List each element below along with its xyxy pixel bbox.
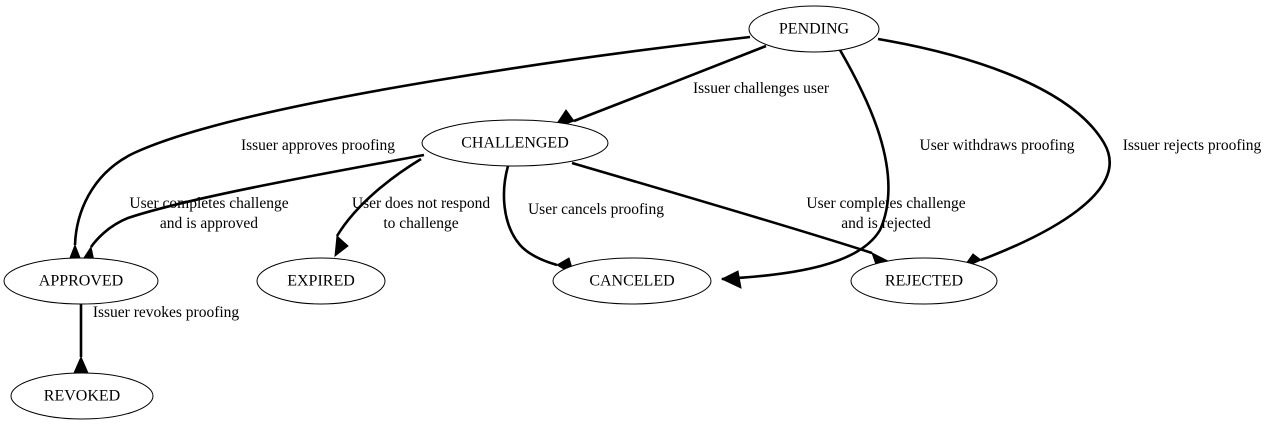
edge-label-challenged-to-expired: User does not respond to challenge: [352, 195, 490, 232]
node-label-approved: APPROVED: [39, 273, 123, 290]
edge-label-text: Issuer approves proofing: [241, 137, 395, 154]
node-ellipse-pending[interactable]: [748, 5, 880, 53]
edge-challenged-to-canceled: [502, 165, 575, 277]
edge-label-challenged-to-approved: User completes challenge and is approved: [129, 195, 288, 232]
edge-label-pending-to-approved: Issuer approves proofing: [241, 137, 395, 154]
node-ellipse-expired[interactable]: [256, 257, 386, 305]
edge-label-line: Issuer approves proofing: [241, 137, 395, 154]
nodes-layer: PENDING CHALLENGED APPROVED EXPIRED CANCELED…: [3, 5, 998, 420]
edge-line-pending-to-rejected: [877, 37, 1111, 262]
edge-label-text: User completes challenge and is approved: [129, 195, 288, 232]
edge-label-text: Issuer rejects proofing: [1123, 137, 1262, 154]
edge-label-line: User completes challenge: [806, 195, 965, 212]
node-label-revoked: REVOKED: [44, 388, 120, 405]
edge-label-line: Issuer rejects proofing: [1123, 137, 1262, 154]
edge-label-line: User cancels proofing: [528, 201, 664, 218]
edge-approved-to-revoked: [73, 304, 89, 374]
edge-line-challenged-to-expired: [335, 157, 422, 237]
node-canceled[interactable]: CANCELED: [552, 257, 712, 305]
edge-line-pending-to-canceled: [721, 49, 890, 281]
edge-label-approved-to-revoked: Issuer revokes proofing: [93, 304, 240, 321]
node-revoked[interactable]: REVOKED: [10, 372, 154, 420]
edge-label-line: to challenge: [383, 215, 458, 232]
edge-label-text: User does not respond to challenge: [352, 195, 490, 232]
node-ellipse-challenged[interactable]: [421, 119, 609, 167]
node-label-rejected: REJECTED: [885, 273, 963, 290]
node-label-expired: EXPIRED: [287, 273, 355, 290]
node-label-pending: PENDING: [779, 21, 850, 38]
node-approved[interactable]: APPROVED: [3, 257, 159, 305]
edge-label-pending-to-challenged: Issuer challenges user: [693, 80, 830, 97]
edge-line-pending-to-approved: [73, 35, 751, 246]
edge-line-challenged-to-approved: [89, 153, 425, 248]
edge-label-line: Issuer challenges user: [693, 80, 830, 97]
node-rejected[interactable]: REJECTED: [850, 257, 998, 305]
node-label-canceled: CANCELED: [589, 273, 674, 290]
node-ellipse-approved[interactable]: [3, 257, 159, 305]
edge-label-line: User withdraws proofing: [920, 137, 1075, 154]
arrowhead-icon-approved-to-revoked: [73, 355, 89, 374]
edge-label-challenged-to-rejected: User completes challenge and is rejected: [806, 195, 965, 232]
arrowhead-icon-pending-to-canceled: [720, 270, 742, 289]
edge-label-text: User completes challenge and is rejected: [806, 195, 965, 232]
edge-label-pending-to-rejected: Issuer rejects proofing: [1123, 137, 1262, 154]
edge-label-line: User does not respond: [352, 195, 490, 212]
edge-line-challenged-to-canceled: [502, 165, 558, 267]
edge-label-challenged-to-canceled: User cancels proofing: [528, 201, 664, 218]
edge-label-text: Issuer revokes proofing: [93, 304, 240, 321]
edge-label-line: and is rejected: [841, 215, 931, 232]
node-ellipse-canceled[interactable]: [552, 257, 712, 305]
node-ellipse-rejected[interactable]: [850, 257, 998, 305]
node-challenged[interactable]: CHALLENGED: [421, 119, 609, 167]
edge-label-text: Issuer challenges user: [693, 80, 830, 97]
edge-pending-to-canceled: [720, 49, 890, 289]
edge-label-text: User withdraws proofing: [920, 137, 1075, 154]
edge-label-pending-to-canceled: User withdraws proofing: [920, 137, 1075, 154]
node-pending[interactable]: PENDING: [748, 5, 880, 53]
edge-label-line: User completes challenge: [129, 195, 288, 212]
node-label-challenged: CHALLENGED: [461, 135, 569, 152]
node-expired[interactable]: EXPIRED: [256, 257, 386, 305]
edge-line-pending-to-challenged: [573, 44, 767, 123]
edge-label-text: User cancels proofing: [528, 201, 664, 218]
edge-line-challenged-to-rejected: [571, 161, 873, 255]
arrowhead-icon-challenged-to-expired: [334, 234, 349, 258]
edge-label-line: and is approved: [160, 215, 258, 232]
edge-challenged-to-expired: [334, 157, 422, 258]
node-ellipse-revoked[interactable]: [10, 372, 154, 420]
edge-label-line: Issuer revokes proofing: [93, 304, 240, 321]
